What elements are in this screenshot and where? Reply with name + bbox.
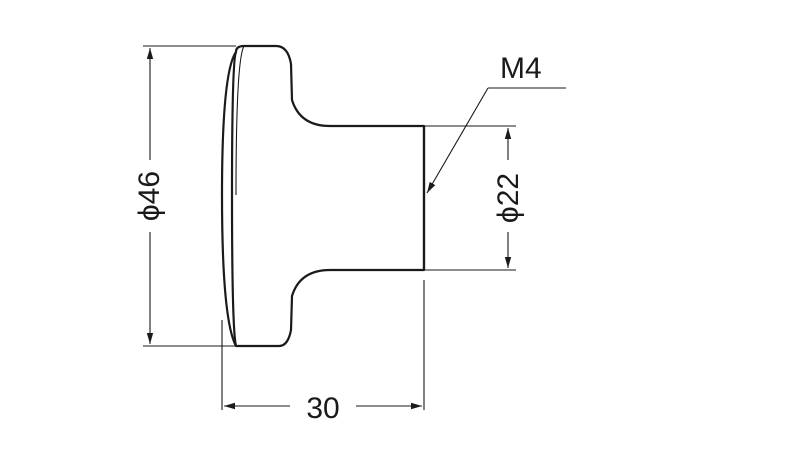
dimension-neck-diameter: ϕ22 xyxy=(492,128,525,268)
thread-callout: M4 xyxy=(426,52,566,194)
dimension-head-diameter: ϕ46 xyxy=(133,48,166,344)
knob-head-bevel xyxy=(235,45,245,196)
head-diameter-label: ϕ46 xyxy=(133,171,166,221)
neck-diameter-label: ϕ22 xyxy=(492,173,525,223)
knob-head-face xyxy=(220,44,426,348)
dimension-overall-length: 30 xyxy=(224,392,422,425)
extension-lines xyxy=(143,45,516,410)
overall-length-label: 30 xyxy=(306,392,339,425)
knob-head-rim xyxy=(230,51,238,347)
thread-label: M4 xyxy=(500,52,542,85)
knob-outline xyxy=(220,44,426,348)
